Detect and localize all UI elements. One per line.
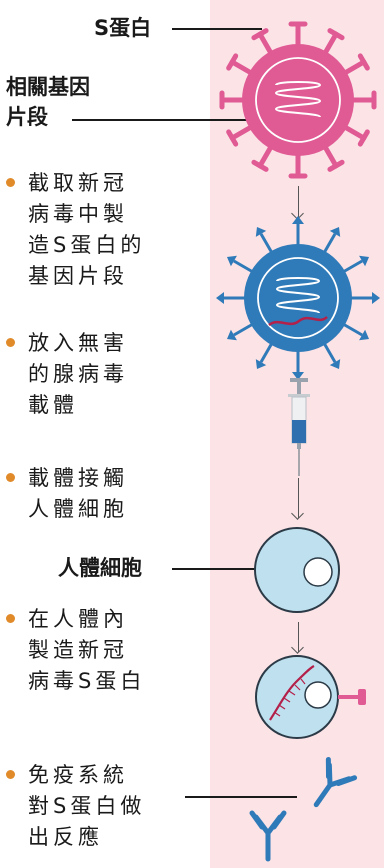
spike-cap [357,129,370,147]
spike-cap [251,159,269,172]
step-1-line-4: 基因片段 [28,264,128,288]
fiber [259,342,274,363]
step-2-line-1: 放入無害 [28,331,128,355]
spike [342,124,367,141]
fiber [233,259,254,274]
step-1-line-2: 病毒中製 [28,202,128,226]
fiber [342,259,363,274]
spike-cap [251,28,269,41]
arrow-down-3 [298,622,299,652]
bullet-dot [6,338,15,347]
step-1-text: 截取新冠 病毒中製 造S蛋白的 基因片段 [6,168,173,292]
step-3-line-1: 載體接觸 [28,466,128,490]
spike [229,124,254,141]
human-cell-leader-line [172,568,260,570]
spike-cap [327,28,345,41]
coronavirus-icon [219,21,377,179]
antibody-icon [249,756,358,862]
fiber-tip [226,255,237,267]
fiber-tip [359,329,370,341]
step-2-line-3: 載體 [28,393,78,417]
spike-cap [327,159,345,172]
step-5-line-3: 出反應 [28,825,103,849]
s-protein-leader-line [172,28,262,30]
spike-cap [226,129,239,147]
step-3-line-2: 人體細胞 [28,497,128,521]
fiber-tip [255,359,267,370]
fiber-tip [255,226,267,237]
arrow-down-1 [298,186,299,218]
spike [229,59,254,76]
step-3-text: 載體接觸 人體細胞 [6,463,173,525]
fiber [322,342,337,363]
human-cell-icon [254,527,340,613]
step-2-line-2: 的腺病毒 [28,362,128,386]
step-1-line-1: 截取新冠 [28,171,128,195]
gene-fragment-label: 相關基因 片段 [6,72,90,132]
fiber-tip [359,255,370,267]
infected-cell-icon [255,655,366,739]
spike-cap [357,53,370,71]
human-cell-label: 人體細胞 [58,556,142,580]
bullet-dot [6,614,15,623]
step-4-line-2: 製造新冠 [28,638,128,662]
fiber-tip [292,216,304,224]
fiber-tip [216,292,224,304]
fiber [322,233,337,254]
step-5-text: 免疫系統 對S蛋白做 出反應 [6,760,173,853]
fiber-tip [329,226,341,237]
spike [322,144,339,169]
fiber [259,233,274,254]
fiber-tip [329,359,341,370]
bullet-dot [6,178,15,187]
fiber [233,322,254,337]
spike [257,144,274,169]
adenovirus-vector-icon [216,216,380,380]
spike [342,59,367,76]
step-5-line-2: 對S蛋白做 [28,794,146,818]
fiber-tip [372,292,380,304]
step-2-text: 放入無害 的腺病毒 載體 [6,328,173,421]
fiber [342,322,363,337]
gene-fragment-label-line1: 相關基因 [6,75,90,99]
spike [257,31,274,56]
step-5-line-1: 免疫系統 [28,763,128,787]
spike-cap [226,53,239,71]
antibody-leader-line [185,796,297,798]
gene-fragment-leader-line [72,119,268,121]
step-4-line-1: 在人體內 [28,607,128,631]
bullet-dot [6,473,15,482]
syringe-icon [288,378,310,476]
fiber-tip [292,372,304,380]
step-4-text: 在人體內 製造新冠 病毒S蛋白 [6,604,173,697]
step-4-line-3: 病毒S蛋白 [28,669,146,693]
arrow-down-2 [298,478,299,518]
spike [322,31,339,56]
s-protein-label: S蛋白 [94,16,152,40]
fiber-tip [226,329,237,341]
gene-fragment-label-line2: 片段 [6,105,48,129]
step-1-line-3: 造S蛋白的 [28,233,146,257]
bullet-dot [6,770,15,779]
